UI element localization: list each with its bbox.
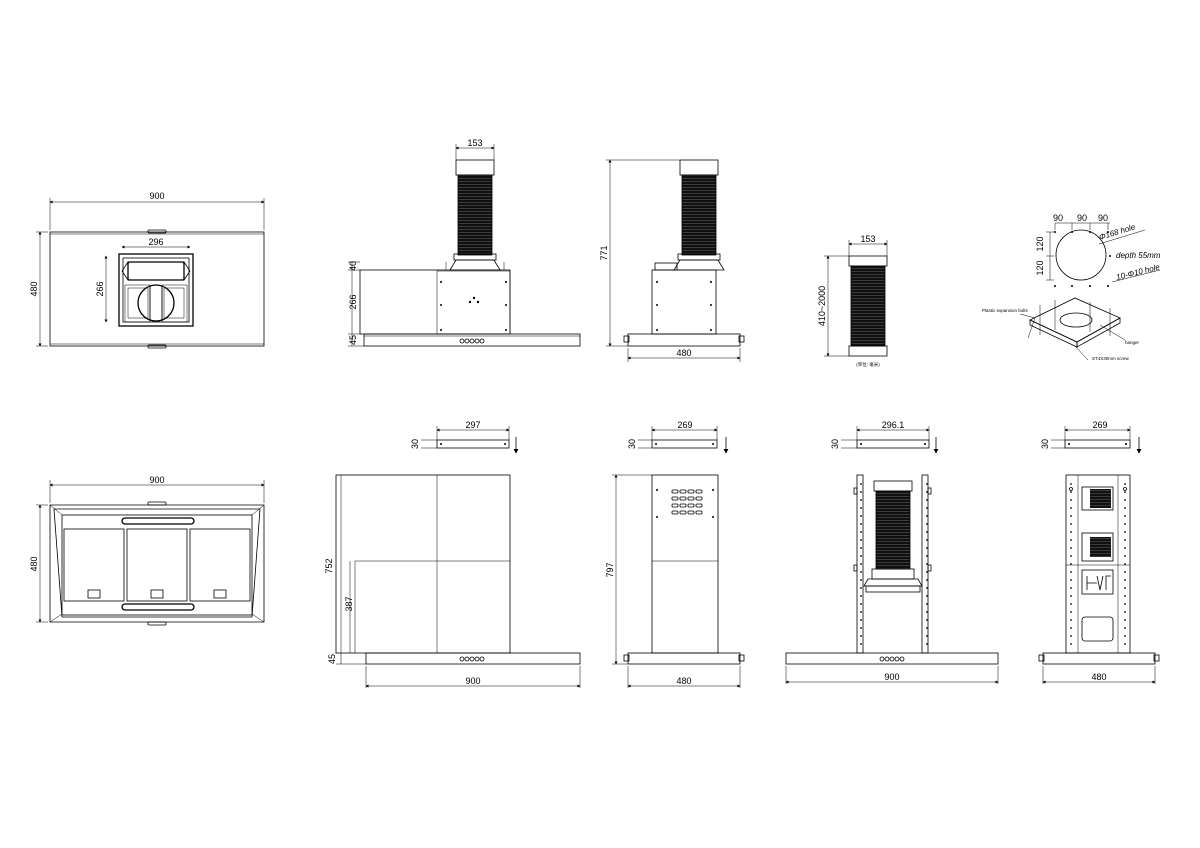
dim-front-bracket-height: 30 (410, 439, 420, 449)
motor-outlet-top (137, 284, 175, 322)
dim-duct-detail-diameter: 153 (860, 234, 875, 244)
grease-filter-center (126, 528, 188, 602)
dim-frame-front-bracket-height: 30 (830, 439, 840, 449)
frame-duct-collar (873, 480, 913, 492)
dim-spacing-b: 90 (1077, 213, 1087, 223)
dim-side-bracket-width: 269 (677, 420, 692, 430)
label-anchor-bolts: Plastic expansion bolts (982, 308, 1029, 313)
side-canopy (627, 333, 741, 347)
label-duct-hole: Φ168 hole (1098, 222, 1137, 242)
dim-frame-side-bracket-height: 30 (1040, 439, 1050, 449)
dim-bottom-depth: 480 (29, 556, 39, 571)
side-cover-view: 269 30 797 480 (605, 420, 745, 688)
ceiling-isometric (1019, 297, 1126, 361)
frame-motor-plate (865, 585, 921, 593)
frame-side-bracket (1064, 439, 1131, 449)
side-flexible-duct (681, 174, 717, 256)
dim-side-depth: 480 (676, 348, 691, 358)
dim-frame-side-bracket-width: 269 (1092, 420, 1107, 430)
frame-side-window-3 (1081, 569, 1114, 595)
dim-top-width: 900 (149, 191, 164, 201)
dim-front-lower-height: 387 (344, 596, 354, 611)
frame-side-canopy (1042, 652, 1156, 665)
grease-filter-left (63, 528, 125, 602)
dim-canopy-height: 45 (348, 335, 358, 345)
frame-side-view: 269 30 480 (1038, 420, 1160, 684)
dim-chimney-depth: 266 (95, 281, 105, 296)
ceiling-duct-hole (1055, 229, 1107, 281)
ventilation-slots (671, 489, 703, 515)
frame-front-bracket (856, 439, 930, 449)
front-chimney-body (359, 269, 511, 335)
side-cover-panel (651, 474, 719, 654)
label-screw: ST4X30mm screw (1092, 356, 1130, 361)
dim-frame-side-depth: 480 (1091, 672, 1106, 682)
label-hanger: hanger (1125, 340, 1140, 345)
grease-filter-right (189, 528, 251, 602)
dim-collar-height: 40 (348, 261, 358, 271)
top-vent-slot (127, 261, 185, 281)
side-chimney-body (651, 269, 717, 335)
dim-frame-front-bracket-width: 296.1 (882, 420, 905, 430)
dim-chimney-width: 296 (148, 237, 163, 247)
dim-front-cover-canopy-height: 45 (327, 654, 337, 664)
top-plan-view: 900 480 296 266 (29, 191, 265, 349)
duct-top-collar (455, 159, 495, 176)
dim-spacing-c: 90 (1098, 213, 1108, 223)
side-duct-collar (679, 159, 719, 176)
frame-side-window-1 (1081, 486, 1114, 511)
dim-body-height: 266 (348, 294, 358, 309)
dim-side-cover-depth: 480 (676, 676, 691, 686)
light-strip-bottom (121, 603, 195, 611)
front-bracket (436, 439, 510, 449)
chimney-outline-top (118, 253, 194, 327)
control-buttons-front (459, 338, 485, 344)
control-buttons-frame (879, 656, 905, 662)
units-note: (单位: 毫米) (856, 361, 880, 368)
side-cover-canopy (627, 652, 741, 665)
label-bolt-holes: 10-Φ10 hole (1115, 262, 1161, 282)
dim-offset-bottom: 120 (1035, 260, 1045, 275)
dim-side-total-height: 771 (599, 245, 609, 260)
dim-top-depth: 480 (29, 281, 39, 296)
dim-spacing-a: 90 (1053, 213, 1063, 223)
front-cover-canopy (365, 652, 581, 665)
frame-front-view: 296.1 30 900 (785, 420, 999, 684)
dim-bottom-width: 900 (149, 475, 164, 485)
front-view-duct: 153 40 266 45 (348, 138, 581, 347)
dim-duct-diameter: 153 (467, 138, 482, 148)
dim-offset-top: 120 (1035, 236, 1045, 251)
front-cover-view: 297 30 752 387 45 900 (324, 420, 581, 688)
dim-frame-front-width: 900 (884, 672, 899, 682)
side-view-duct: 771 480 (599, 159, 745, 362)
label-depth: depth 55mm (1116, 251, 1161, 260)
front-canopy (363, 333, 581, 347)
side-bracket (651, 439, 718, 449)
light-strip-top (121, 517, 195, 525)
hood-outline-top (49, 231, 265, 347)
flexible-duct (457, 174, 493, 256)
control-buttons-front-cover (459, 656, 485, 662)
bottom-plan-view: 900 480 (29, 475, 265, 626)
front-cover-panel (335, 474, 511, 654)
dim-front-total-height: 752 (324, 558, 334, 573)
dim-front-cover-width: 900 (465, 676, 480, 686)
duct-detail: 153 410~2000 (单位: 毫米) (817, 234, 888, 368)
dim-side-cover-total-height: 797 (605, 562, 615, 577)
dim-side-bracket-height: 30 (627, 439, 637, 449)
frame-canopy (785, 652, 999, 665)
dim-duct-length-range: 410~2000 (817, 286, 827, 326)
ceiling-mount-detail: 90 90 90 120 120 Φ168 hole depth 55mm 10… (982, 213, 1161, 361)
frame-side-window-4 (1081, 616, 1114, 642)
frame-duct (875, 490, 911, 570)
frame-side-window-2 (1081, 532, 1114, 562)
dim-front-bracket-width: 297 (465, 420, 480, 430)
duct-detail-corrugated (850, 265, 886, 347)
